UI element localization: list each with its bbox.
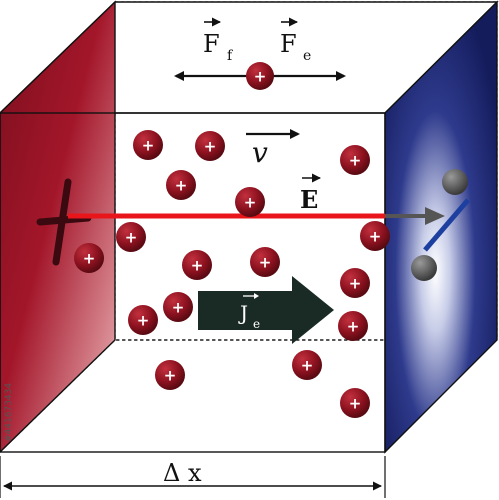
positive-charge-sign: + [369,228,382,246]
left-plate-plus-sign [36,178,92,266]
positive-charge-sign: + [244,194,257,212]
charge-sign: + [254,68,267,86]
positive-charge [182,250,212,280]
box-front-face [0,112,386,453]
positive-charges: + + + + + + + + + + + + + + + + + [74,130,390,418]
electron-top [442,169,468,195]
positive-charge-sign: + [137,312,150,330]
positive-charge [74,243,104,273]
positive-charge [340,268,370,298]
positive-charge-sign: + [175,177,188,195]
positive-charge-sign: + [349,275,362,293]
electric-force-symbol: F [280,30,297,58]
positive-charge-sign: + [142,137,155,155]
positive-charge [195,131,225,161]
positive-charge [338,311,368,341]
delta-x-dimension: Δ x [0,456,386,498]
positive-charge-sign: + [349,395,362,413]
friction-force-symbol: F [203,30,220,58]
positive-charge [166,170,196,200]
electric-force-subscript: e [303,48,311,64]
current-density-arrow: J e [198,276,334,344]
positive-charge [155,360,185,390]
field-label: E [300,173,321,214]
positive-charge [340,145,370,175]
field-symbol: E [300,185,318,214]
positive-charge-sign: + [83,250,96,268]
velocity-symbol: v [252,136,268,169]
friction-force-subscript: f [227,48,234,64]
positive-charge [163,292,193,322]
positive-charge-sign: + [301,357,314,375]
positive-charge-sign: + [172,299,185,317]
electric-force-label: F e [280,17,311,64]
electron-bottom [411,255,437,281]
friction-force-label: F f [203,17,234,64]
positive-charge [340,388,370,418]
left-plate-positive [0,0,116,453]
positive-charge-sign: + [204,138,217,156]
positive-charge [360,221,390,251]
field-arrow-extension [385,207,445,225]
positive-charge-sign: + [125,229,138,247]
velocity-label: v [246,129,300,169]
electron-pair [411,169,470,281]
positive-charge [250,247,280,277]
positive-charge-sign: + [349,152,362,170]
current-density-symbol: J [238,301,248,325]
box-bottom-edge [0,339,497,453]
delta-x-label: Δ x [163,459,202,487]
watermark-id: #441673434 [4,383,14,442]
positive-charge-sign: + [164,367,177,385]
positive-charge [292,350,322,380]
current-density-subscript: e [253,317,260,331]
top-charge: + [246,62,274,90]
positive-charge [128,305,158,335]
positive-charge-sign: + [191,257,204,275]
positive-charge-sign: + [259,254,272,272]
positive-charge [235,187,265,217]
positive-charge [133,130,163,160]
positive-charge [116,222,146,252]
positive-charge-sign: + [347,318,360,336]
